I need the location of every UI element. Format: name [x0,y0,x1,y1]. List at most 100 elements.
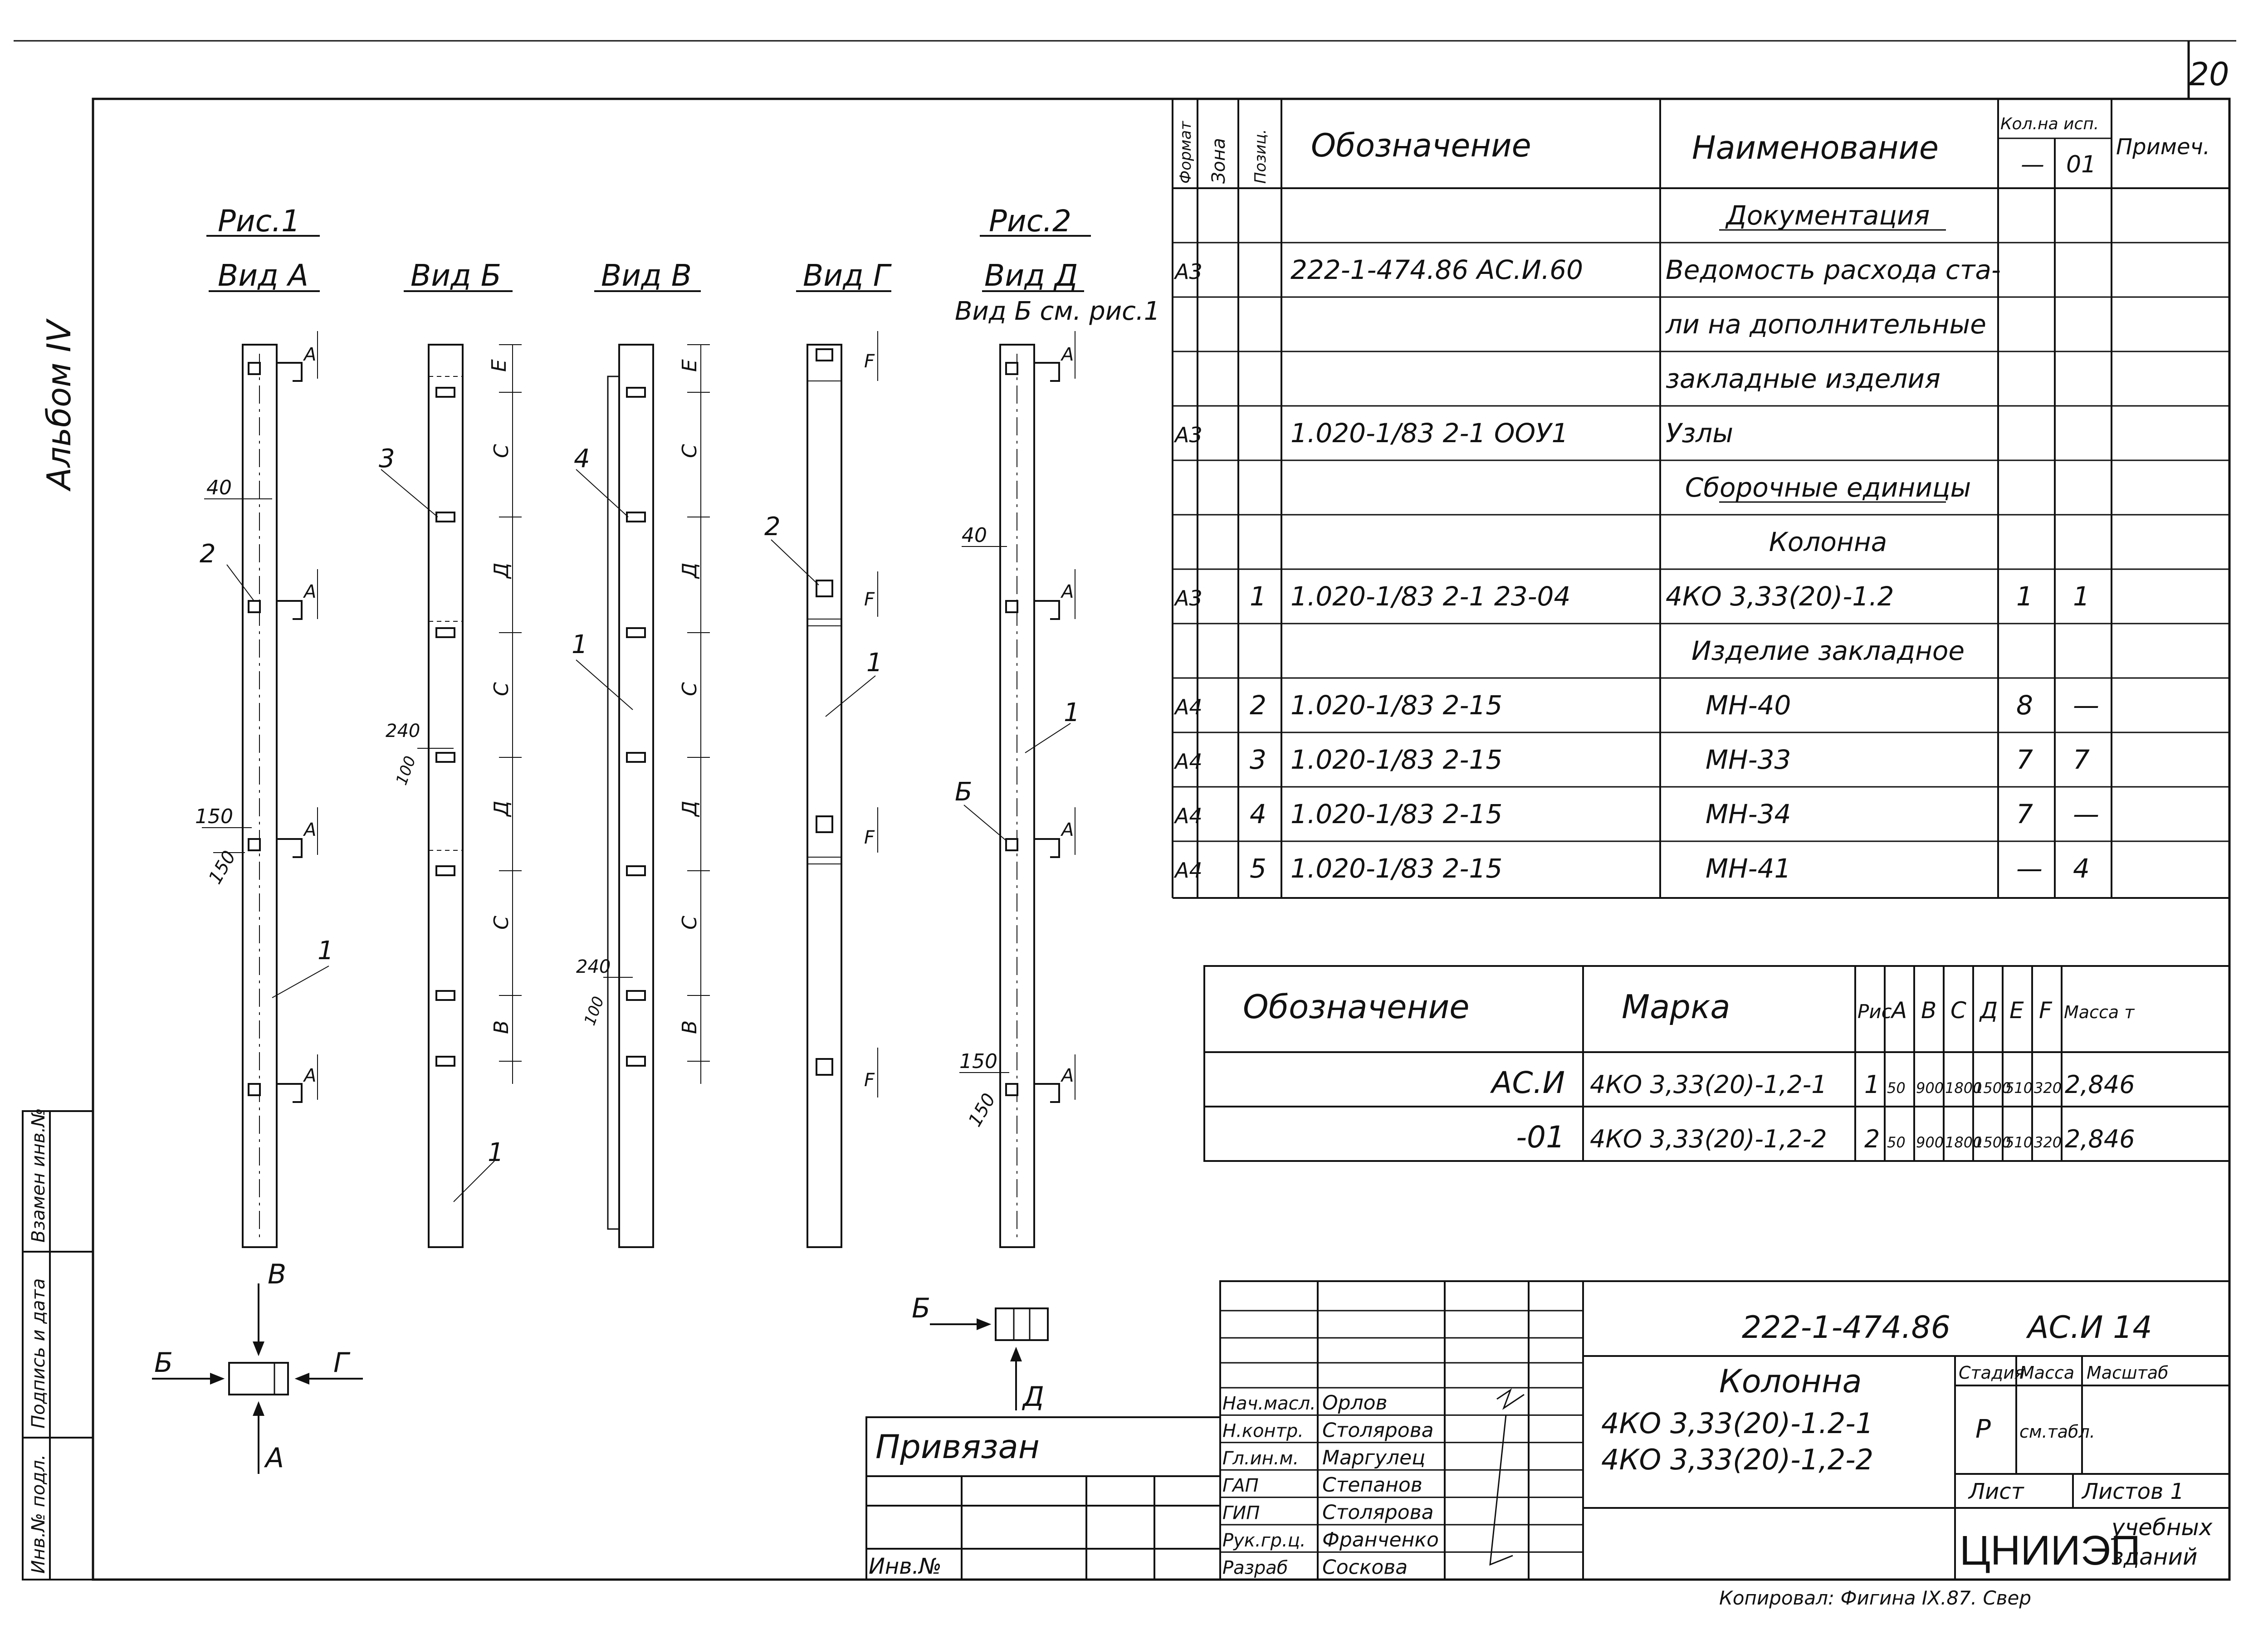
spec-h-designation: Обозначение [1311,127,1531,164]
spec-pos: 2 [1250,690,1266,721]
svg-text:1: 1 [866,648,883,678]
spec-h-note: Примеч. [2116,134,2210,160]
spec-designation: 1.020-1/83 2-1 ООУ1 [1290,418,1568,449]
svg-text:см.табл.: см.табл. [2019,1422,2095,1442]
svg-text:С: С [490,444,513,458]
svg-text:С: С [490,916,513,930]
svg-text:Масса: Масса [2019,1363,2074,1383]
spec-qty1: — [2016,853,2043,884]
tb-role: Рук.гр.ц. [1222,1530,1306,1551]
spec-name: Изделие закладное [1691,635,1965,666]
svg-text:Листов 1: Листов 1 [2081,1479,2184,1504]
svg-text:Масштаб: Масштаб [2087,1363,2169,1383]
svg-text:4: 4 [574,444,590,473]
tb-role: Нач.масл. [1222,1393,1316,1414]
spec-designation: 1.020-1/83 2-15 [1290,690,1502,721]
column-view-b [381,344,522,1248]
spec-row-lines [1173,242,2229,842]
spec-format: А3 [1173,586,1202,610]
column-view-d [959,331,1075,1248]
svg-text:2: 2 [200,539,216,569]
view-g-annotations: F F F F 2 1 [764,351,883,1091]
svg-text:А: А [1060,581,1074,602]
spec-qty2: 4 [2073,853,2090,884]
svg-text:Д: Д [678,563,701,579]
title-block-row-lines [1220,1310,1583,1553]
marks-A: 50 [1887,1134,1906,1151]
spec-format: А3 [1173,423,1202,447]
svg-text:150: 150 [195,805,233,828]
svg-text:150: 150 [964,1090,1000,1130]
spec-pos: 3 [1250,744,1266,775]
svg-text:1: 1 [488,1138,504,1167]
svg-text:А: А [303,1065,316,1086]
svg-text:С: С [678,682,701,696]
plan-arrow-d: Д [1022,1381,1044,1413]
column-view-a [202,331,329,1248]
spec-format: А4 [1173,804,1202,828]
spec-qty2: 7 [2073,744,2090,775]
tb-person: Степанов [1322,1473,1422,1497]
plan-arrows-fig2 [930,1307,1049,1410]
svg-text:А: А [1060,1065,1074,1086]
svg-text:А: А [1890,997,1907,1024]
svg-text:Стадия: Стадия [1959,1363,2025,1383]
spec-designation: 1.020-1/83 2-1 23-04 [1290,581,1570,612]
strip-podpis: Подпись и дата [28,1278,49,1429]
spec-name: закладные изделия [1666,363,1941,394]
tb-org-logo: ЦНИИЭП [1960,1527,2141,1574]
svg-text:А: А [1060,819,1074,840]
marks-designation: -01 [1516,1120,1565,1155]
svg-text:F: F [864,351,875,372]
svg-text:F: F [864,1070,875,1091]
spec-qty2: — [2073,690,2099,721]
svg-text:Е: Е [488,359,511,372]
svg-text:Р: Р [1975,1415,1991,1444]
tb-sheet-code: АС.И 14 [2026,1310,2152,1346]
svg-text:С: С [678,916,701,930]
svg-text:С: С [678,444,701,458]
title-block-grid [1219,1280,2230,1580]
spec-h-name: Наименование [1692,129,1939,166]
spec-name: МН-41 [1706,853,1791,884]
tb-role: ГИП [1222,1503,1260,1524]
view-v-annotations: Е С Д С Д С В 4 1 240 100 [572,359,701,1034]
left-strip [22,1110,94,1580]
spec-name: Сборочные единицы [1685,472,1971,503]
strip-inv-podl: Инв.№ подл. [28,1454,49,1574]
svg-text:Д: Д [1979,997,1998,1024]
svg-text:зданий: зданий [2112,1544,2197,1570]
spec-name: МН-34 [1706,799,1791,829]
tb-person: Орлов [1322,1391,1388,1415]
fig2-label: Рис.2 [989,204,1071,239]
marks-F: 320 [2034,1134,2062,1151]
footer-note: Копировал: Фигина IX.87. Свер [1719,1587,2031,1609]
svg-text:Масса т: Масса т [2064,1002,2135,1022]
spec-name: МН-33 [1706,744,1791,775]
marks-C: 1800 [1945,1079,1982,1097]
fig1-label: Рис.1 [218,204,300,239]
svg-text:Д: Д [678,801,701,817]
title-block-text: 222-1-474.86 АС.И 14 Колонна 4КО 3,33(20… [1601,1310,2213,1574]
spec-name: Узлы [1666,418,1733,449]
svg-text:1: 1 [1064,698,1080,727]
svg-text:Е: Е [2009,997,2024,1024]
tb-person: Соскова [1322,1556,1408,1579]
svg-text:150: 150 [205,847,240,888]
tb-role: Н.контр. [1222,1420,1304,1441]
column-view-g [771,331,878,1248]
marks-C: 1800 [1945,1134,1982,1151]
svg-text:Д: Д [490,801,513,817]
plan-arrow-v: В [268,1258,286,1290]
plan-arrow-a: А [264,1442,284,1474]
marks-fig: 1 [1864,1070,1880,1099]
spec-format: А4 [1173,695,1202,719]
svg-text:F: F [2039,997,2053,1024]
spec-h-qty: Кол.на исп. [2000,115,2099,133]
spec-qty2: 1 [2073,581,2090,612]
svg-text:Позиц.: Позиц. [1251,129,1270,184]
spec-pos: 4 [1250,799,1266,829]
svg-text:учебных: учебных [2111,1514,2213,1541]
spec-name: Колонна [1769,527,1887,557]
spec-name: Документация [1725,200,1930,231]
